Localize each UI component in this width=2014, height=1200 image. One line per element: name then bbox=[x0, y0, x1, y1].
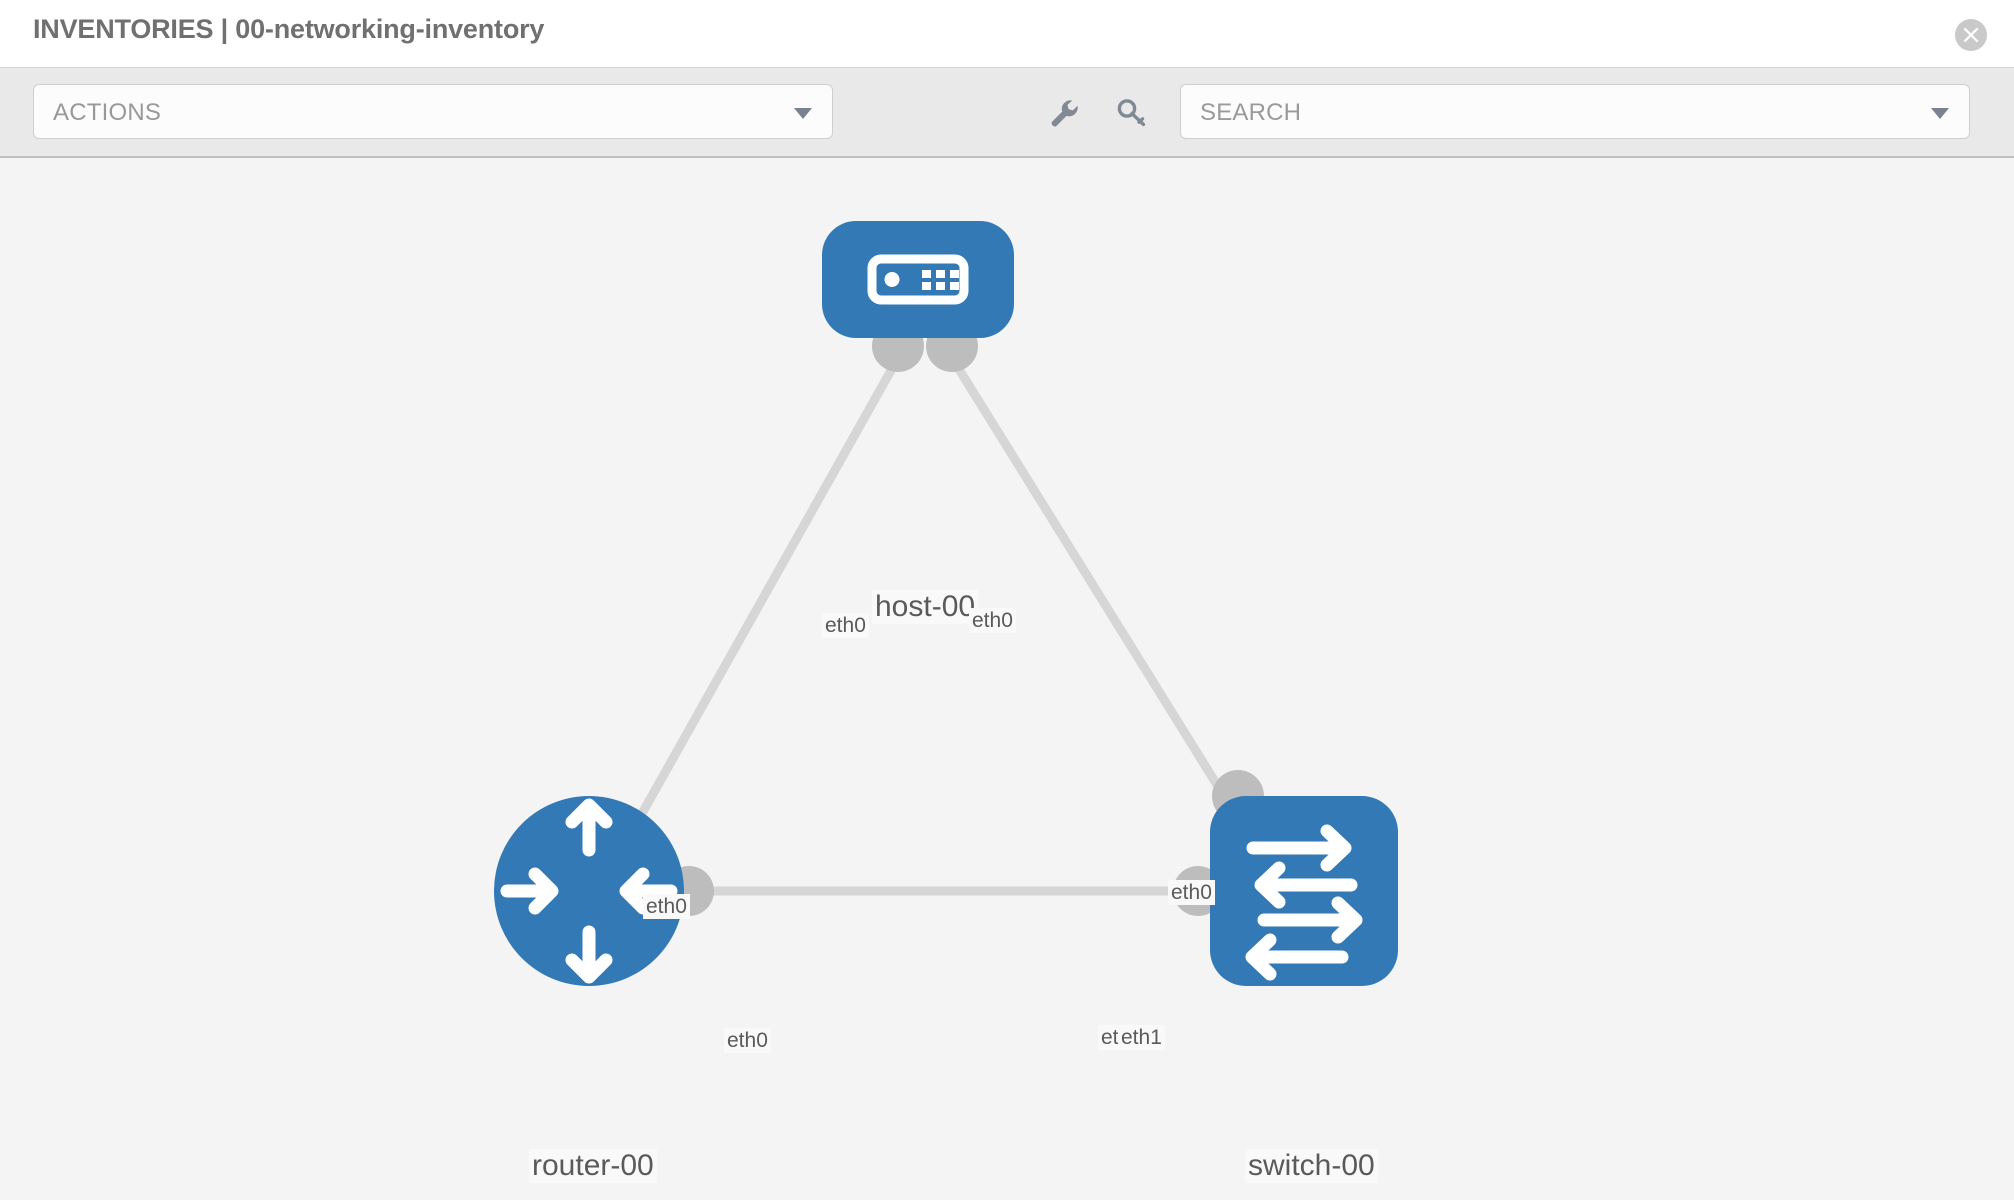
iface-label-host-left: eth0 bbox=[822, 613, 869, 638]
page-title: INVENTORIES | 00-networking-inventory bbox=[33, 14, 545, 44]
chevron-down-icon bbox=[794, 108, 812, 119]
node-switch-00 bbox=[1210, 796, 1398, 986]
router-arrows-icon bbox=[500, 798, 678, 984]
server-icon bbox=[867, 254, 969, 305]
topology-graph bbox=[494, 221, 1398, 986]
chevron-down-icon[interactable] bbox=[1931, 108, 1949, 119]
iface-label-host-right: eth0 bbox=[969, 608, 1016, 633]
iface-label-switch-left: eth1 bbox=[1118, 1025, 1165, 1050]
search-input[interactable]: SEARCH bbox=[1180, 84, 1970, 139]
actions-dropdown-label: ACTIONS bbox=[53, 99, 162, 126]
key-icon[interactable] bbox=[1115, 96, 1149, 130]
node-label-switch-00: switch-00 bbox=[1245, 1149, 1378, 1183]
close-icon[interactable] bbox=[1955, 19, 1987, 51]
link-host-switch bbox=[947, 353, 1255, 843]
switch-arrows-icon bbox=[1245, 824, 1363, 981]
titlebar: INVENTORIES | 00-networking-inventory bbox=[0, 0, 2014, 68]
node-router-00 bbox=[494, 796, 684, 986]
actions-dropdown[interactable]: ACTIONS bbox=[33, 84, 833, 139]
topology-links bbox=[612, 353, 1260, 896]
node-label-host-00: host-00 bbox=[872, 590, 979, 624]
topology-canvas[interactable]: host-00 router-00 switch-00 eth0 eth0 et… bbox=[0, 158, 2014, 1200]
iface-label-switch-up: eth0 bbox=[1168, 880, 1215, 905]
node-label-router-00: router-00 bbox=[529, 1149, 657, 1183]
toolbar: ACTIONS SEARCH bbox=[0, 68, 2014, 158]
node-host-00 bbox=[822, 221, 1014, 338]
search-placeholder: SEARCH bbox=[1200, 99, 1302, 126]
wrench-icon[interactable] bbox=[1047, 96, 1081, 130]
iface-label-router-up: eth0 bbox=[643, 894, 690, 919]
link-host-router bbox=[612, 353, 903, 863]
iface-label-router-right: eth0 bbox=[724, 1028, 771, 1053]
